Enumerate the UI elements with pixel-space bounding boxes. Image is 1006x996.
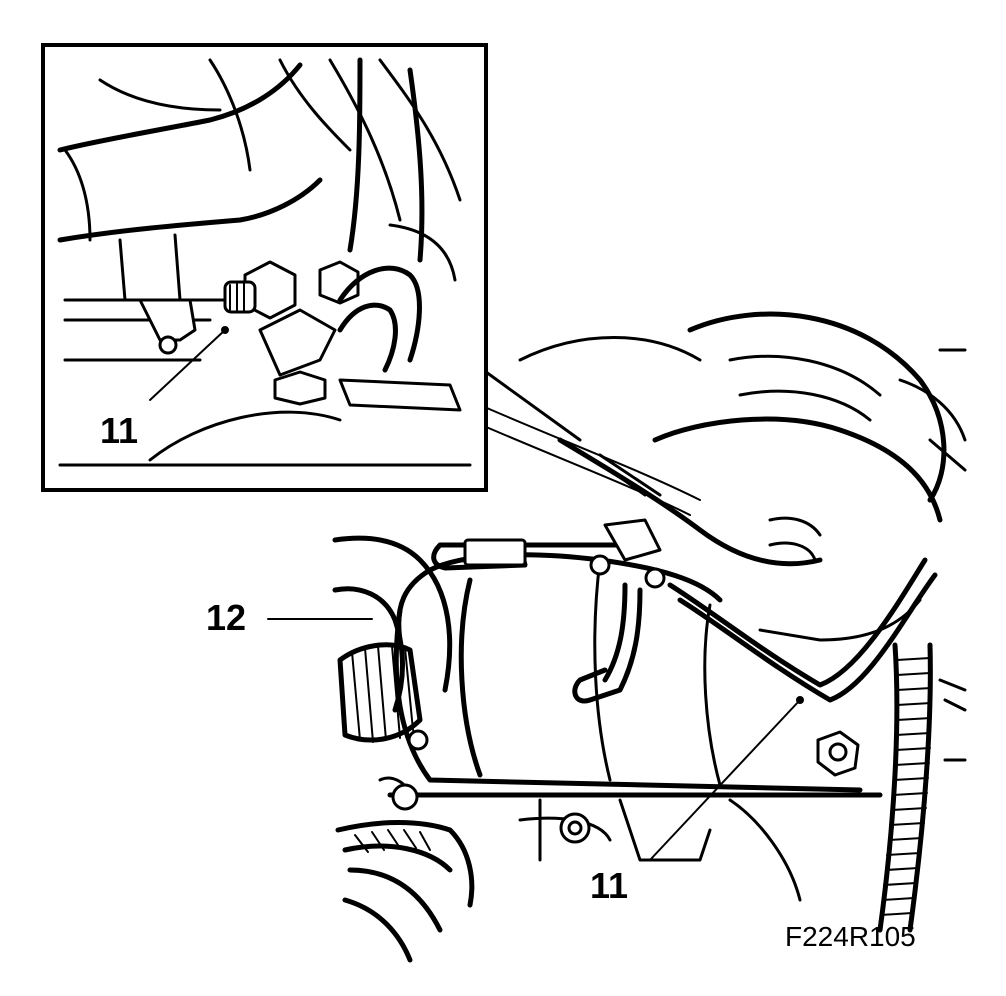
callout-12: 12 — [206, 597, 373, 638]
callout-11-main-label: 11 — [590, 865, 628, 906]
figure-code: F224R105 — [785, 921, 916, 952]
main-view — [332, 311, 967, 963]
callout-11-main: 11 — [590, 696, 804, 906]
inset-callout-11-label: 11 — [100, 410, 138, 451]
callout-12-label: 12 — [206, 597, 246, 638]
inset-detail: 11 — [41, 43, 582, 492]
